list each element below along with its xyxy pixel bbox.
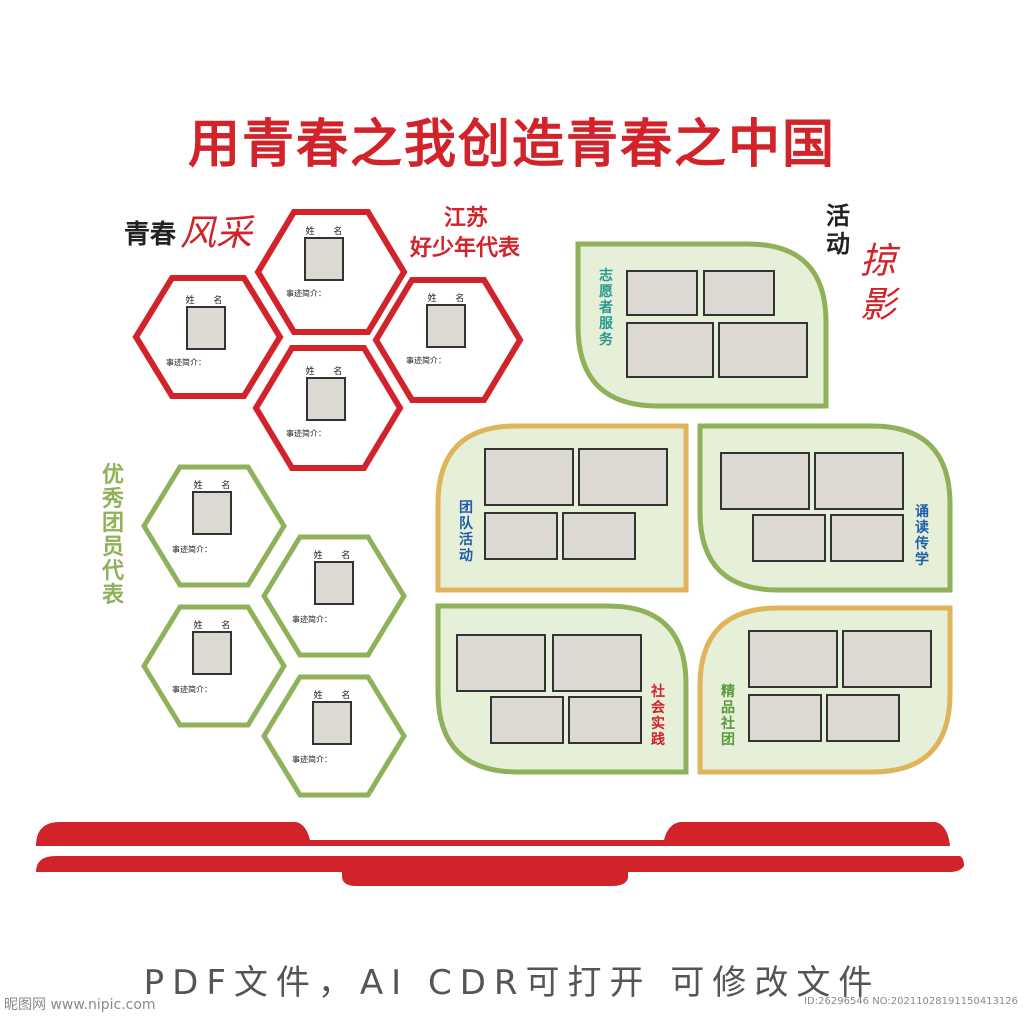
main-title: 用青春之我创造青春之中国 [187,115,836,175]
panel-label-team: 团队活动 [459,500,473,564]
photo-placeholder [490,696,564,744]
photo-placeholder [720,452,810,510]
hex-card-name-label: 姓 名 [313,691,359,701]
hex-card-name-label: 姓 名 [193,481,239,491]
photo-placeholder [484,512,558,560]
photo-placeholder [304,237,344,281]
photo-placeholder [626,270,698,316]
red-hexagon-top [254,209,408,335]
hex-card-name-label: 姓 名 [193,621,239,631]
section-title-style-a: 青春 [124,220,177,250]
green-hexagon-3 [141,604,287,728]
hex-card-desc-label: 事迹简介： [292,615,332,624]
hex-card-desc-label: 事迹简介： [286,429,326,438]
photo-placeholder [748,694,822,742]
photo-placeholder [748,630,838,688]
panel-label-social: 社会实践 [651,684,665,748]
section-title-activity-a: 活动 [826,202,850,258]
section-title-activity-b: 掠影 [860,241,897,326]
green-hexagon-1 [141,464,287,588]
photo-placeholder [626,322,714,378]
photo-placeholder [752,514,826,562]
green-hexagon-4 [261,674,407,798]
green-hexagon-2 [261,534,407,658]
watermark-id: ID:26296546 NO:20211028191150413126 [804,996,1018,1007]
hex-card-name-label: 姓 名 [427,294,473,304]
photo-placeholder [456,634,546,692]
photo-placeholder [718,322,808,378]
panel-label-club: 精品社团 [721,684,735,748]
photo-placeholder [562,512,636,560]
photo-placeholder [314,561,354,605]
photo-placeholder [826,694,900,742]
panel-label-recite: 诵读传学 [915,504,929,568]
photo-placeholder [568,696,642,744]
photo-placeholder [192,491,232,535]
hex-card-desc-label: 事迹简介： [172,685,212,694]
hex-card-desc-label: 事迹简介： [166,358,206,367]
photo-placeholder [830,514,904,562]
section-title-style-b: 风采 [180,213,253,254]
photo-placeholder [814,452,904,510]
photo-placeholder [703,270,775,316]
photo-placeholder [426,304,466,348]
watermark-site: 昵图网 www.nipic.com [4,997,156,1013]
red-base-bar-upper [36,822,950,846]
photo-placeholder [484,448,574,506]
panel-label-volunteer: 志愿者服务 [599,268,613,348]
hex-card-desc-label: 事迹简介： [286,289,326,298]
hex-card-name-label: 姓 名 [185,296,231,306]
photo-placeholder [842,630,932,688]
photo-placeholder [192,631,232,675]
photo-placeholder [186,306,226,350]
section-title-jiangsu-line2: 好少年代表 [410,236,521,261]
photo-placeholder [312,701,352,745]
hex-card-name-label: 姓 名 [305,227,351,237]
red-hexagon-bottom [252,345,404,471]
hex-card-name-label: 姓 名 [305,367,351,377]
red-hexagon-left [132,275,284,399]
hex-card-desc-label: 事迹简介： [406,356,446,365]
hex-card-name-label: 姓 名 [313,551,359,561]
hex-card-desc-label: 事迹简介： [292,755,332,764]
footer-file-note: PDF文件，AI CDR可打开 可修改文件 [143,963,881,1003]
photo-placeholder [552,634,642,692]
photo-placeholder [578,448,668,506]
section-title-excellent-members: 优秀团员代表 [102,463,125,608]
photo-placeholder [306,377,346,421]
section-title-jiangsu-line1: 江苏 [444,206,489,231]
red-base-bar-lower [36,856,964,886]
hex-card-desc-label: 事迹简介： [172,545,212,554]
red-hexagon-right [372,277,524,403]
